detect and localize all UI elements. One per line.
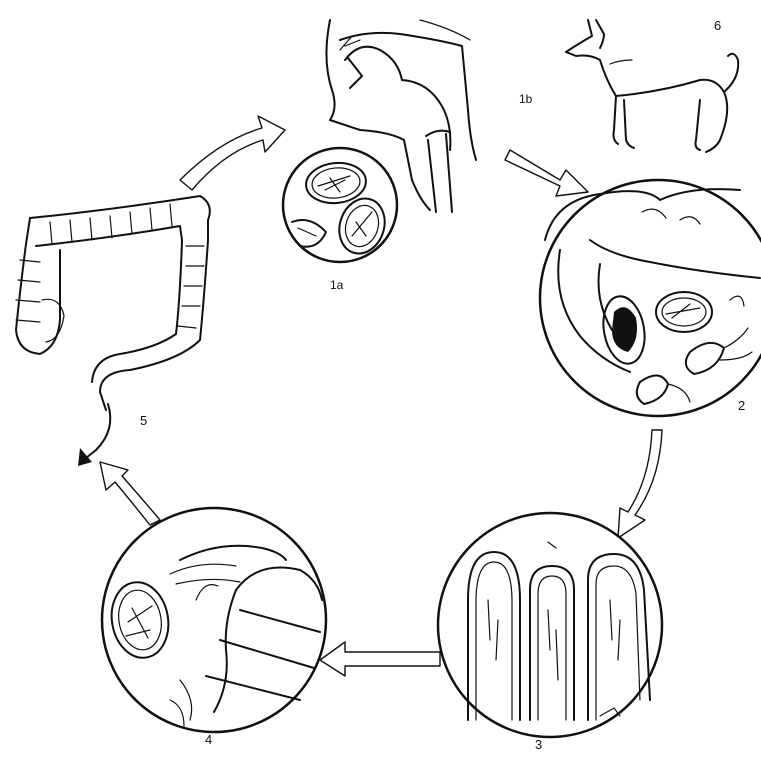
arrow-2-to-3 <box>618 430 662 538</box>
label-stage-4: 4 <box>205 732 212 747</box>
label-stage-5: 5 <box>140 413 147 428</box>
arrow-5-to-1 <box>180 116 285 190</box>
label-stage-1a: 1a <box>330 278 344 292</box>
arrow-4-to-5 <box>100 462 160 525</box>
duodenum-magnifier-2 <box>540 180 761 416</box>
colon-illustration <box>16 196 210 466</box>
cyst-formation-magnifier-4 <box>102 508 326 732</box>
cyst-magnifier-1a <box>283 148 397 262</box>
villi-magnifier-3 <box>438 513 662 737</box>
label-stage-1b: 1b <box>519 92 533 106</box>
label-stage-3: 3 <box>535 737 542 752</box>
dog-illustration <box>566 20 738 152</box>
label-stage-6: 6 <box>714 18 721 33</box>
label-stage-2: 2 <box>738 398 745 413</box>
arrow-1-to-2 <box>505 150 588 196</box>
arrow-3-to-4 <box>320 642 440 676</box>
